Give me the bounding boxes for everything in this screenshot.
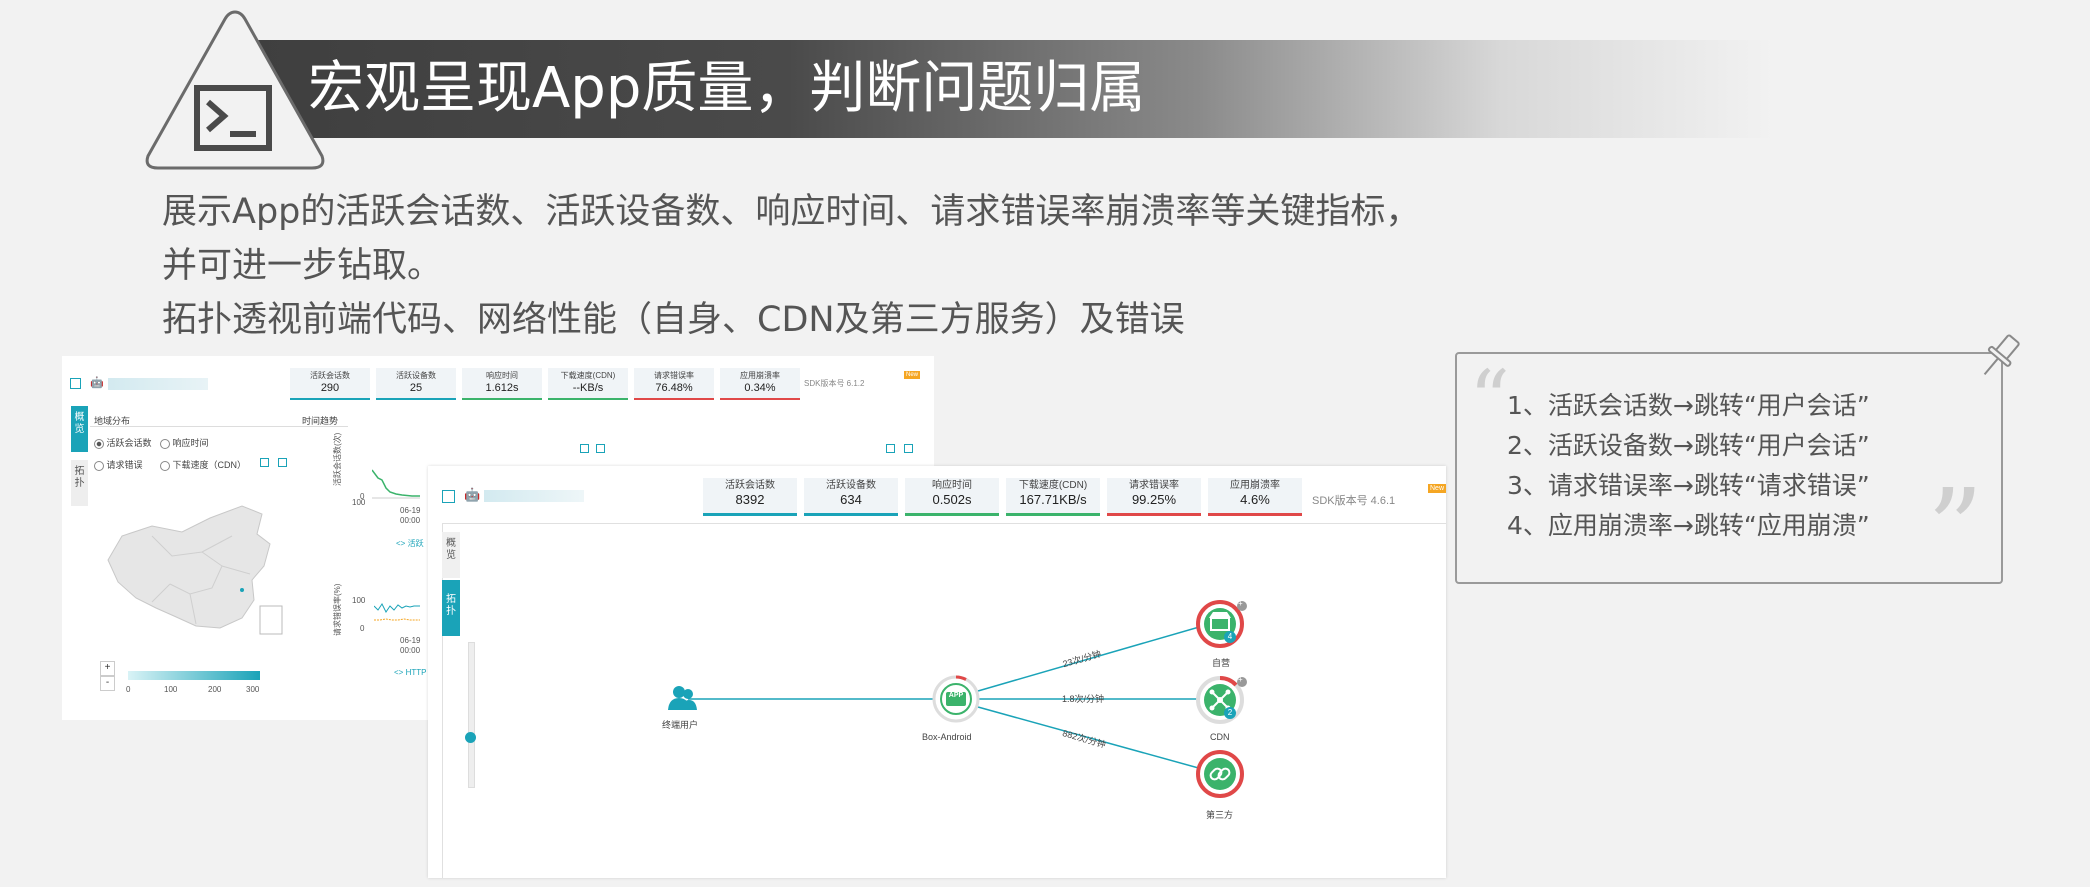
- trend-title: 时间趋势: [302, 416, 339, 426]
- title-banner: [255, 40, 1775, 138]
- intro-line-2: 并可进一步钻取。: [162, 246, 443, 286]
- tab-topology[interactable]: 拓扑: [71, 460, 88, 506]
- chart1-line: [372, 469, 420, 499]
- topology-graph: [688, 622, 1214, 773]
- collapse-icon[interactable]: [70, 378, 81, 389]
- radio-request-error[interactable]: 请求错误: [94, 458, 143, 471]
- target-label: 自营: [1212, 658, 1231, 668]
- chart1-xtick: 06-19 00:00: [400, 506, 421, 525]
- add-icon[interactable]: +: [1238, 599, 1243, 608]
- add-icon[interactable]: +: [1238, 675, 1243, 684]
- chart1-ylabel: 活跃会话数(次): [333, 432, 342, 486]
- download-icon[interactable]: [596, 444, 605, 453]
- metric-download-speed[interactable]: 下载速度(CDN)167.71KB/s: [1006, 478, 1100, 516]
- pushpin-icon: [1983, 334, 2020, 376]
- tab-overview[interactable]: 概览: [71, 406, 88, 452]
- china-map: [107, 505, 283, 635]
- app-icon-label: APP: [948, 692, 964, 699]
- radio-download-speed[interactable]: 下载速度（CDN）: [160, 458, 246, 471]
- chart1-legend: <> 活跃: [396, 539, 424, 548]
- edge-rate-label: 1.8次/分钟: [1062, 694, 1105, 704]
- new-badge: New: [1428, 484, 1447, 493]
- notes-box: “ ” 1、活跃会话数→跳转“用户会话” 2、活跃设备数→跳转“用户会话” 3、…: [1455, 352, 2003, 584]
- tab-overview[interactable]: 概览: [442, 532, 460, 578]
- chart2-xtick: 06-19 00:00: [400, 636, 421, 655]
- chart2-ytick: 0: [360, 624, 365, 633]
- divider: [90, 426, 348, 427]
- app-name-blurred: [108, 378, 208, 390]
- expand-icon[interactable]: [886, 444, 895, 453]
- page-title: 宏观呈现App质量，判断问题归属: [308, 56, 1146, 121]
- radio-response-time[interactable]: 响应时间: [160, 436, 209, 449]
- node-badge: 4: [1227, 632, 1233, 641]
- expand-icon[interactable]: [260, 458, 269, 467]
- target-label: CDN: [1210, 732, 1230, 742]
- legend-tick: 0: [126, 685, 131, 694]
- app-node[interactable]: [932, 675, 980, 723]
- link-icon[interactable]: [1196, 750, 1248, 802]
- legend-tick: 300: [246, 685, 260, 694]
- chart2-legend: <> HTTP: [394, 668, 427, 677]
- zoom-slider[interactable]: [468, 642, 475, 788]
- note-item: 3、请求错误率→跳转“请求错误”: [1507, 471, 1870, 500]
- legend-tick: 100: [164, 685, 178, 694]
- zoom-slider-handle[interactable]: [465, 732, 476, 743]
- sdk-version: SDK版本号 6.1.2: [804, 379, 865, 388]
- chart1-ytick: 0: [360, 492, 365, 501]
- new-badge: New: [904, 371, 921, 379]
- chart2-ytick: 100: [352, 596, 366, 605]
- metric-download-speed[interactable]: 下载速度(CDN)--KB/s: [548, 368, 628, 400]
- collapse-icon[interactable]: [442, 490, 455, 503]
- android-icon: 🤖: [90, 377, 104, 389]
- note-item: 1、活跃会话数→跳转“用户会话”: [1507, 391, 1870, 420]
- color-legend-bar: [128, 671, 260, 680]
- terminal-icon: [194, 85, 272, 151]
- user-node-label: 终端用户: [662, 720, 699, 730]
- radio-active-sessions[interactable]: 活跃会话数: [94, 436, 152, 449]
- download-icon[interactable]: [278, 458, 287, 467]
- target-label: 第三方: [1206, 810, 1234, 820]
- note-item: 2、活跃设备数→跳转“用户会话”: [1507, 431, 1870, 460]
- tab-topology[interactable]: 拓扑: [442, 580, 460, 636]
- zoom-out-button[interactable]: -: [100, 676, 115, 691]
- store-icon[interactable]: [1196, 598, 1252, 654]
- sdk-version: SDK版本号 4.6.1: [1312, 495, 1396, 507]
- network-icon[interactable]: [1196, 674, 1252, 730]
- node-badge: 2: [1227, 708, 1233, 717]
- user-icon[interactable]: [668, 684, 698, 712]
- chart1-ytick: 100: [352, 498, 366, 507]
- legend-tick: 200: [208, 685, 222, 694]
- chart2-line: [374, 603, 420, 621]
- open-quote-icon: “: [1469, 353, 1510, 446]
- download-icon[interactable]: [904, 444, 913, 453]
- intro-line-3: 拓扑透视前端代码、网络性能（自身、CDN及第三方服务）及错误: [162, 300, 1185, 340]
- app-node-label: Box-Android: [922, 732, 972, 742]
- android-icon: 🤖: [464, 487, 481, 502]
- intro-line-1: 展示App的活跃会话数、活跃设备数、响应时间、请求错误率崩溃率等关键指标，: [162, 192, 1421, 232]
- note-item: 4、应用崩溃率→跳转“应用崩溃”: [1507, 511, 1870, 540]
- divider: [442, 524, 443, 878]
- chart2-ylabel: 请求错误率(%): [333, 583, 342, 636]
- divider: [442, 523, 1446, 524]
- zoom-in-button[interactable]: +: [100, 661, 115, 676]
- expand-icon[interactable]: [580, 444, 589, 453]
- app-name-blurred: [484, 490, 584, 502]
- close-quote-icon: ”: [1927, 465, 1984, 593]
- geo-title: 地域分布: [94, 416, 131, 426]
- triangle-badge: [145, 10, 325, 170]
